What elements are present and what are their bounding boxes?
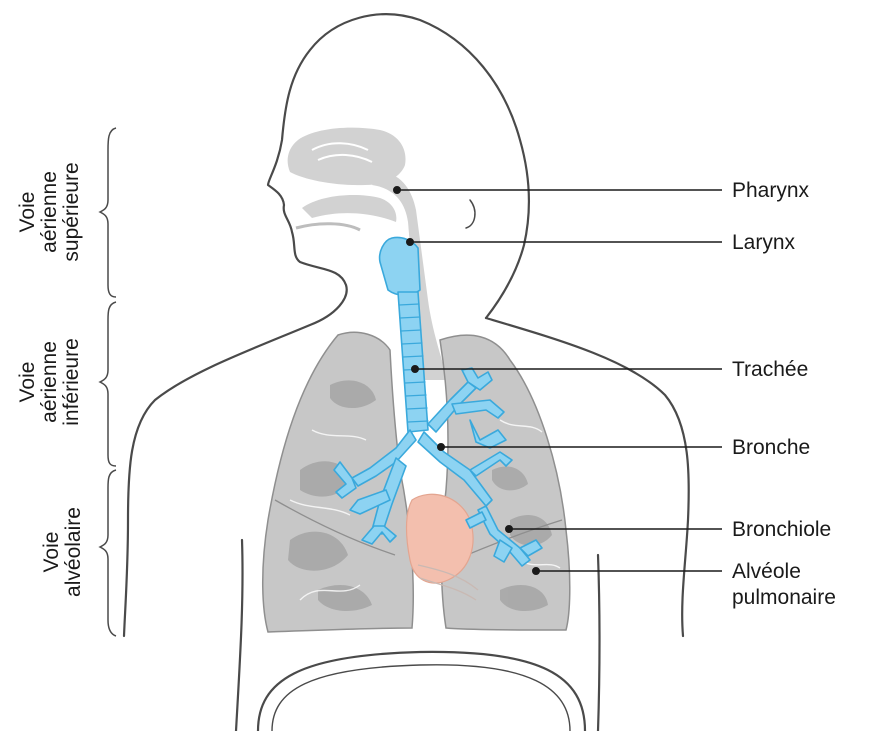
label-bronche: Bronche — [732, 436, 810, 459]
label-alveole-line1: Alvéole — [732, 560, 801, 583]
bracket-upper — [100, 128, 116, 297]
region-upper-line3: supérieure — [60, 162, 83, 261]
region-brackets — [100, 128, 116, 636]
structure-labels: Pharynx Larynx Trachée Bronche Bronchiol… — [732, 179, 836, 609]
label-alveole-line2: pulmonaire — [732, 586, 836, 609]
region-label-lower: Voie aérienne inférieure — [16, 338, 83, 426]
label-larynx: Larynx — [732, 231, 796, 254]
region-label-alveolar: Voie alvéolaire — [40, 507, 85, 597]
region-lower-line2: aérienne — [38, 341, 61, 423]
bracket-lower — [100, 302, 116, 466]
label-pharynx: Pharynx — [732, 179, 810, 202]
label-bronchiole: Bronchiole — [732, 518, 831, 541]
region-upper-line1: Voie — [16, 192, 39, 233]
region-label-upper: Voie aérienne supérieure — [16, 162, 83, 261]
leader-larynx — [407, 239, 722, 245]
leader-pharynx — [394, 187, 722, 193]
region-lower-line3: inférieure — [60, 338, 83, 426]
region-alveolar-line2: alvéolaire — [62, 507, 85, 597]
region-alveolar-line1: Voie — [40, 532, 63, 573]
region-lower-line1: Voie — [16, 362, 39, 403]
label-trachee: Trachée — [732, 358, 808, 381]
region-upper-line2: aérienne — [38, 171, 61, 253]
bracket-alveolar — [100, 470, 116, 636]
